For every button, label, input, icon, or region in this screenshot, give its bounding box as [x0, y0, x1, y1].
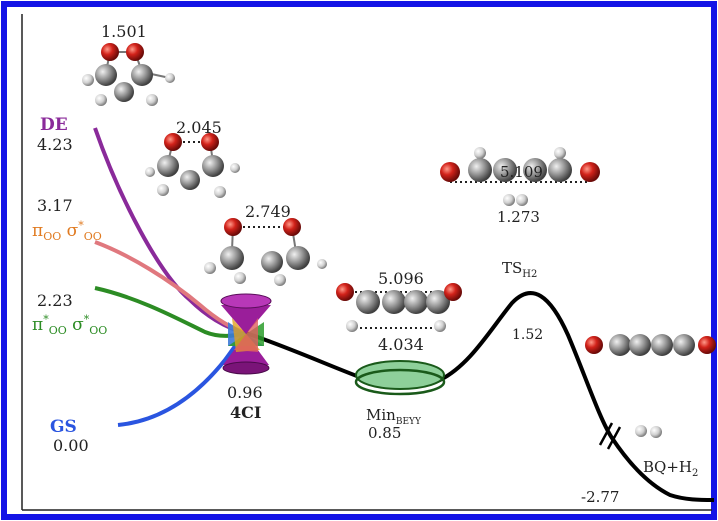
ci-label: 4CI	[230, 403, 261, 422]
min-beyy-ring-icon	[354, 360, 446, 396]
pistar-value: 2.23	[37, 291, 73, 310]
de-label: DE	[40, 115, 68, 135]
bq-label: BQ+H2	[643, 458, 698, 479]
ci-value: 0.96	[227, 383, 263, 402]
gs-value: 0.00	[53, 436, 89, 455]
gs-label: GS	[50, 417, 77, 437]
molecule-cyclic-peroxide-icon	[82, 43, 175, 106]
pioo-value: 3.17	[37, 196, 73, 215]
ts-label: TSH2	[502, 259, 537, 280]
molecule-2045-icon	[145, 133, 240, 198]
gs-curve	[117, 331, 248, 427]
conical-intersection-icon	[220, 293, 272, 375]
min-label: MinBEYY	[366, 406, 422, 427]
molecule-2749-icon	[204, 218, 327, 286]
molecule-h2-icon	[635, 425, 662, 438]
de-value: 4.23	[37, 135, 73, 154]
molecule-bq-icon	[585, 334, 716, 356]
distance-min-oo: 5.096	[378, 269, 424, 288]
distance-ts-oo: 5.109	[500, 163, 543, 181]
distance-min-hh: 4.034	[378, 335, 424, 354]
ts-value: 1.52	[512, 327, 543, 343]
pistar-label: π*OO σ*OO	[32, 313, 107, 337]
molecule-min-icon	[336, 283, 462, 332]
bq-value: -2.77	[581, 488, 619, 506]
distance-ts-hh: 1.273	[497, 208, 540, 226]
molecule-ts-icon	[440, 147, 600, 206]
distance-1501: 1.501	[101, 22, 147, 41]
distance-2045: 2.045	[176, 118, 222, 137]
axis-break-marks	[598, 422, 622, 450]
pistar-curve	[94, 286, 247, 338]
distance-2749: 2.749	[245, 202, 291, 221]
pioo-label: πOO σ*OO	[32, 219, 102, 243]
min-value: 0.85	[368, 424, 401, 442]
